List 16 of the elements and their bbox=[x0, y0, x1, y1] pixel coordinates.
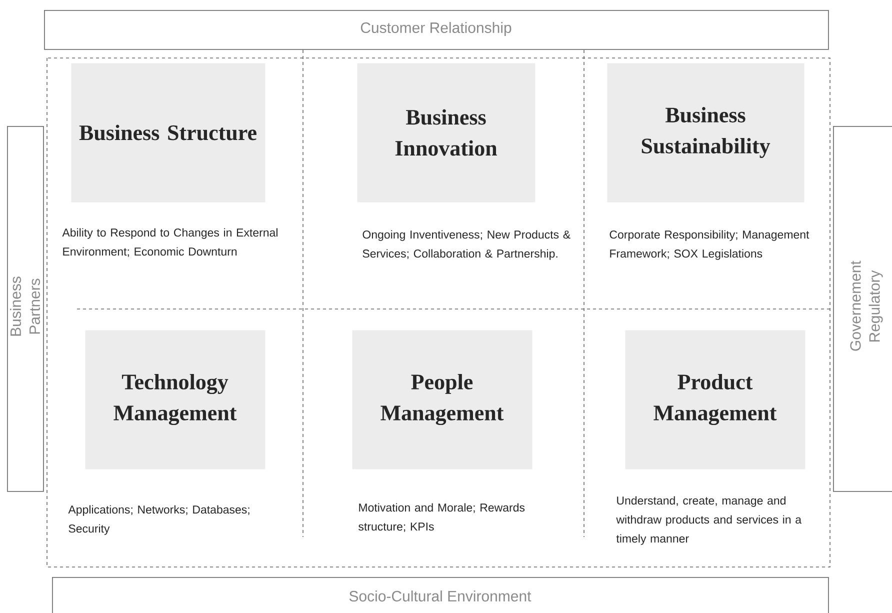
band-box: Governement Regulatory bbox=[833, 126, 892, 492]
description-text: Applications; Networks; Databases; Security bbox=[68, 505, 250, 535]
title-card: People Management bbox=[352, 330, 532, 470]
title-card: Business Innovation bbox=[357, 63, 536, 202]
band-box: Business Partners bbox=[7, 126, 44, 492]
title-card: Business Sustainability bbox=[607, 63, 804, 202]
band-box: Customer Relationship bbox=[44, 10, 829, 50]
description-text: Motivation and Morale; Rewards structure; KPIs bbox=[358, 503, 525, 532]
band-box: Socio-Cultural Environment bbox=[52, 577, 829, 613]
title-card: Technology Management bbox=[85, 330, 266, 470]
description-text: Ongoing Inventiveness; New Products & Services; Collaboration & Partnership. bbox=[362, 230, 570, 260]
description-text: Understand, create, manage and withdraw products and services in a timely manner bbox=[616, 496, 802, 545]
description-text: Corporate Responsibility; Management Framework; SOX Legislations bbox=[610, 230, 810, 260]
title-card: Business Structure bbox=[71, 63, 266, 202]
description-text: Ability to Respond to Changes in External Environment; Economic Downturn bbox=[62, 228, 278, 257]
title-card: Product Management bbox=[625, 330, 806, 470]
